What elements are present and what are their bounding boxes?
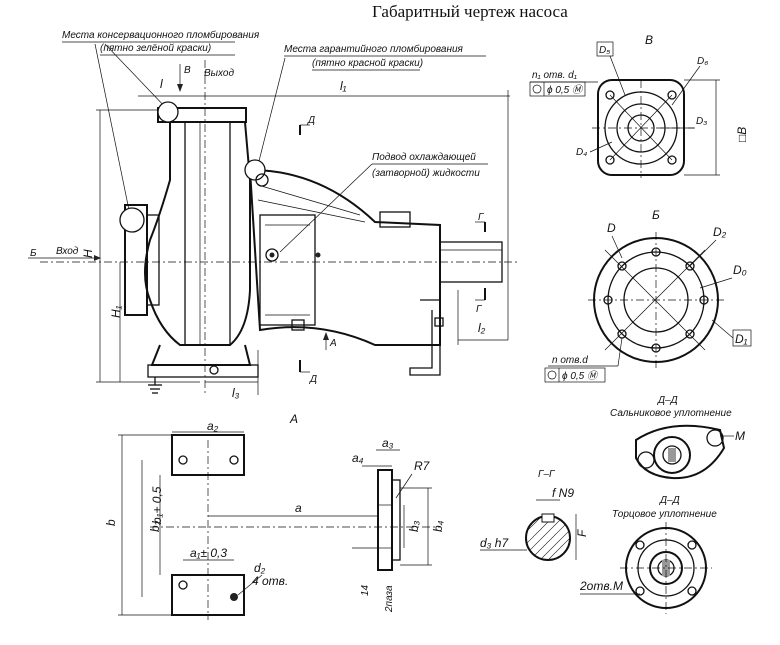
- warranty-seal-sublabel: (пятно красной краски): [312, 58, 423, 69]
- main-view: Места консервационного пломбирования (пя…: [28, 29, 520, 400]
- view-b-holes: n отв.d: [552, 355, 588, 366]
- section-g-dh7: d₃ h7: [480, 536, 509, 550]
- view-v-title: В: [645, 33, 653, 47]
- inlet-arrow-label: Б: [30, 248, 37, 259]
- view-v-holes: n₁ отв. d₁: [532, 70, 577, 81]
- view-a: А a₂ a₁± 0,3 d₂ 4 отв. b b₁+ 0,5 b₂ a: [104, 412, 445, 620]
- section-g-f: f N9: [552, 486, 574, 500]
- view-a-b3: b₃: [407, 520, 421, 532]
- view-a-r7: R7: [414, 459, 431, 473]
- view-b-tolerance: ϕ 0,5 Ⓜ: [562, 370, 599, 382]
- outlet-arrow-label: В: [184, 65, 191, 76]
- view-v-d3: D₃: [696, 116, 707, 127]
- drawing-title: Габаритный чертеж насоса: [372, 2, 568, 21]
- cut-g-top: Г: [478, 212, 485, 223]
- view-b-d2: D₂: [713, 225, 727, 239]
- view-a-b: b: [104, 519, 118, 526]
- view-a-a3: a₃: [382, 436, 394, 450]
- section-d1-title: Д–Д: [657, 395, 678, 406]
- view-a-arrow: А: [329, 338, 337, 349]
- dim-H: H: [81, 249, 95, 258]
- dim-l2: l₂: [478, 321, 486, 335]
- conservation-seal-sublabel: (пятно зелёной краски): [100, 43, 211, 54]
- view-v-d4: D₄: [576, 147, 587, 158]
- view-v: В D₅ D₆ D₃ D₄ □В n₁ отв. d₁ ϕ 0,5 Ⓜ: [529, 33, 749, 178]
- inlet-label: Вход: [56, 246, 79, 257]
- view-a-d2: d₂: [254, 561, 266, 575]
- view-v-tolerance: ϕ 0,5 Ⓜ: [547, 84, 584, 96]
- section-d2-holes: 2отв.M: [579, 579, 623, 593]
- view-a-holes: 4 отв.: [252, 574, 288, 588]
- conservation-seal-label: Места консервационного пломбирования: [62, 29, 260, 41]
- view-a-title: А: [289, 412, 298, 426]
- view-a-slot-size: 14: [360, 584, 371, 596]
- section-d-mechanical: Д–Д Торцовое уплотнение 2отв.M: [579, 495, 717, 614]
- view-v-b: □В: [735, 127, 749, 142]
- dim-H1: H₁: [109, 305, 123, 318]
- dim-l1: l₁: [340, 79, 347, 93]
- view-b-title: Б: [652, 208, 660, 222]
- view-a-b1: b₁+ 0,5: [150, 486, 164, 524]
- view-b-d: D: [607, 221, 616, 235]
- cut-g-bottom: Г: [476, 304, 483, 315]
- view-a-a: a: [295, 501, 302, 515]
- cut-d-top: Д: [307, 115, 315, 126]
- section-d-gland: Д–Д Сальниковое уплотнение M: [610, 395, 745, 480]
- section-g-F: F: [575, 529, 589, 537]
- section-d2-title: Д–Д: [659, 495, 680, 506]
- section-d1-m: M: [735, 429, 745, 443]
- view-v-d5: D₅: [599, 45, 610, 56]
- section-g: Г–Г f N9 F d₃ h7: [480, 469, 589, 561]
- dim-l3: l₃: [232, 386, 240, 400]
- view-a-b2: b₂: [148, 520, 162, 532]
- section-d2-subtitle: Торцовое уплотнение: [612, 509, 717, 520]
- dim-l: l: [160, 77, 163, 91]
- view-b: Б D D₂ D₀ D₁ n отв.d ϕ 0,5 Ⓜ: [544, 208, 752, 383]
- outlet-label: Выход: [204, 68, 234, 79]
- view-a-a1: a₁± 0,3: [190, 546, 227, 560]
- view-b-d1: D₁: [735, 332, 748, 346]
- cooling-sublabel: (затворной) жидкости: [372, 168, 480, 179]
- cooling-label: Подвод охлаждающей: [372, 152, 476, 163]
- section-d1-subtitle: Сальниковое уплотнение: [610, 408, 732, 419]
- warranty-seal-label: Места гарантийного пломбирования: [284, 43, 464, 55]
- view-a-slot-count: 2паза: [384, 585, 395, 613]
- view-a-a2: a₂: [207, 419, 219, 433]
- view-v-d6: D₆: [697, 56, 708, 67]
- cut-d-bottom: Д: [309, 374, 317, 385]
- view-a-a4: a₄: [352, 451, 364, 465]
- view-a-b4: b₄: [431, 520, 445, 532]
- section-g-title: Г–Г: [538, 469, 556, 480]
- view-b-d0: D₀: [733, 263, 747, 277]
